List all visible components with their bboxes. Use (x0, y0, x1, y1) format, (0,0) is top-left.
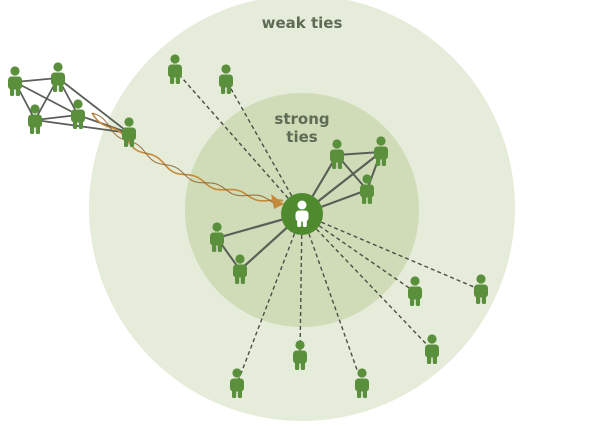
person-icon (330, 139, 344, 169)
person-icon (230, 368, 244, 398)
person-icon (408, 276, 422, 306)
strong-tie-line (336, 151, 382, 156)
person-icon (219, 64, 233, 94)
cluster-tie-line (14, 81, 79, 116)
person-icon (233, 254, 247, 284)
bridge-arrow-head (271, 194, 284, 209)
weak-tie-line (299, 213, 303, 357)
bridge-layer (91, 112, 284, 209)
weak-tie-line (225, 79, 303, 215)
weak-tie-line (236, 213, 303, 385)
person-icon (8, 66, 22, 96)
person-icon (355, 368, 369, 398)
weak-ties-label: weak ties (262, 14, 343, 32)
person-icon (168, 54, 182, 84)
weak-tie-line (301, 213, 363, 385)
person-icon (51, 62, 65, 92)
bridge-arrow-strand (91, 112, 282, 206)
cluster-tie-line (14, 77, 59, 83)
cluster-tie-line (57, 77, 130, 134)
person-icon (210, 222, 224, 252)
person-icon (360, 174, 374, 204)
person-icon (28, 104, 42, 134)
person-icon (374, 136, 388, 166)
strong-ties-label-line1: strong (274, 110, 329, 128)
ego-person-icon (281, 193, 323, 235)
strong-ties-label-line2: ties (286, 128, 317, 146)
person-icon (474, 274, 488, 304)
weak-tie-line (301, 213, 416, 293)
weak-tie-line (301, 213, 482, 291)
person-icon (122, 117, 136, 147)
person-icon (293, 340, 307, 370)
person-icon (425, 334, 439, 364)
people-layer (8, 54, 488, 398)
cluster-tie-line (34, 114, 79, 121)
weak-tie-line (301, 213, 433, 351)
person-icon (71, 99, 85, 129)
